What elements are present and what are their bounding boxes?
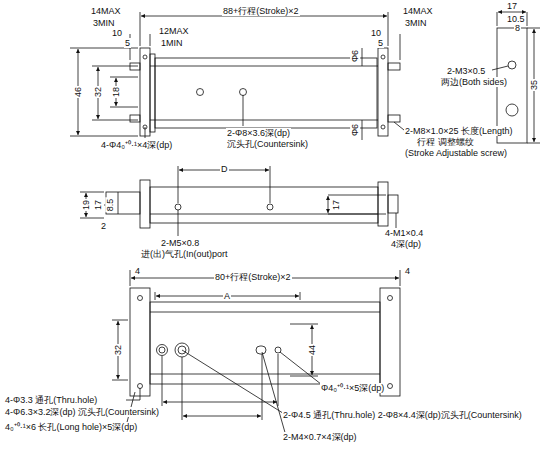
dimension-label: 4 bbox=[134, 266, 141, 276]
dimension-label: 44 bbox=[307, 344, 317, 356]
dimension-label: 3MIN bbox=[404, 18, 428, 28]
dimension-label: 2-Φ4.5 通孔(Thru.hole) 2-Φ8×4.4深(dp)沉头孔(Co… bbox=[282, 410, 523, 420]
dimension-label: 3MIN bbox=[92, 18, 116, 28]
dimension-label: A bbox=[223, 291, 231, 301]
dimension-label: 行程 调整螺纹 bbox=[416, 137, 475, 147]
dimension-label: 5 bbox=[124, 38, 131, 48]
dimension-label: 4-M1×0.4 bbox=[384, 228, 424, 238]
dimension-label: (Stroke Adjustable screw) bbox=[404, 148, 508, 158]
dimension-label: 1MIN bbox=[160, 38, 184, 48]
dimension-label: 两边(Both sides) bbox=[440, 77, 508, 87]
dimension-label: 12MAX bbox=[158, 26, 190, 36]
dimension-label: 5 bbox=[377, 38, 384, 48]
dimension-label: 14MAX bbox=[90, 6, 122, 16]
dimension-label: 4₀⁺⁰·¹×6 长孔(Long hole)×5深(dp) bbox=[4, 422, 138, 432]
dimension-label: 88+行程(Stroke)×2 bbox=[222, 6, 300, 16]
dimension-label: Φ6 bbox=[350, 49, 360, 63]
dimension-label: 17 bbox=[506, 1, 518, 11]
dimension-label: 2-M8×1.0×25 长度(Length) bbox=[404, 126, 514, 136]
dimension-label: 80+行程(Stroke)×2 bbox=[214, 272, 292, 282]
dimension-label: 46 bbox=[73, 86, 83, 98]
dimension-label: 2-M4×0.7×4深(dp) bbox=[282, 432, 358, 442]
dimension-label: Φ4₀⁺⁰·¹×5深(dp) bbox=[320, 383, 385, 393]
dimension-label: 17 bbox=[331, 199, 341, 211]
dimension-label: 4-Φ6.3×3.2深(dp) 沉头孔(Countersink) bbox=[4, 407, 160, 417]
dimension-label: 4 bbox=[404, 266, 411, 276]
dimension-label: 17 bbox=[93, 199, 103, 211]
dimension-label: 8.5 bbox=[105, 198, 115, 213]
dimension-label: 10 bbox=[370, 28, 382, 38]
dimension-label: 10 bbox=[111, 28, 123, 38]
dimension-label: Φ6 bbox=[350, 123, 360, 137]
dimension-label: 4深(dp) bbox=[390, 239, 422, 249]
dimension-label: 4-Φ3.3 通孔(Thru.hole) bbox=[4, 395, 98, 405]
dimension-label: 2-M3×0.5 bbox=[446, 66, 486, 76]
dimension-label: 32 bbox=[93, 86, 103, 98]
dimension-label: 沉头孔(Countersink) bbox=[226, 139, 309, 149]
dimension-label: 35 bbox=[529, 79, 539, 91]
dimension-label: 进(出)气孔(In(out)port bbox=[140, 249, 229, 259]
dimension-label: 19 bbox=[81, 199, 91, 211]
dimension-label: 18 bbox=[111, 86, 121, 98]
dimension-label: 32 bbox=[113, 344, 123, 356]
dimension-label: 2-Φ8×3.6深(dp) bbox=[226, 128, 291, 138]
dimension-label: 14MAX bbox=[402, 6, 434, 16]
dimension-label: 4-Φ4₀⁺⁰·¹×4深(dp) bbox=[100, 140, 173, 150]
dimension-label: 2 bbox=[100, 221, 107, 231]
dimension-label: 2-M5×0.8 bbox=[160, 238, 200, 248]
dimension-label: D bbox=[220, 164, 229, 174]
dimension-label: 8 bbox=[514, 23, 521, 33]
